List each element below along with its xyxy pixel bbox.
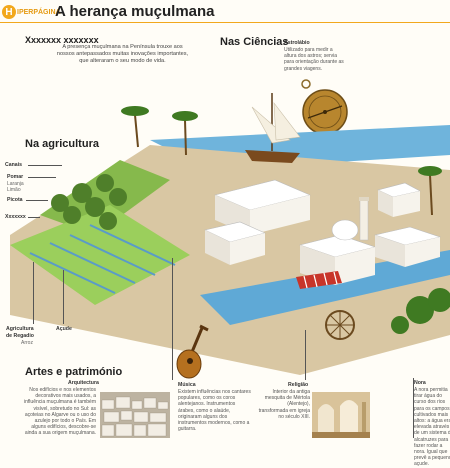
- arts-heading: Artes e património: [25, 366, 123, 378]
- architecture-title: Arquitectura: [68, 380, 99, 386]
- leader-regadio: [33, 262, 34, 324]
- astrolabe-title: Astrolábio: [284, 40, 310, 46]
- rice-paddies: [10, 205, 190, 305]
- agriculture-heading: Na agricultura: [25, 138, 99, 150]
- religion-text: Interior da antiga mesquita de Mértola (…: [258, 389, 310, 420]
- lute-neck: [190, 327, 204, 353]
- label-pomar-laranja: Laranja: [7, 181, 24, 187]
- label-regadio-arroz: Arroz: [21, 340, 33, 346]
- logo-text: IPERPÁGINA: [17, 8, 61, 16]
- logo-icon: H: [2, 5, 16, 19]
- logo: H IPERPÁGINA: [2, 5, 61, 19]
- leader-religion: [305, 330, 306, 380]
- astrolabe-text: Utilizado para medir a altura dos astros…: [284, 47, 344, 72]
- astrolabe-illustration: [301, 79, 348, 135]
- leader-canais: [28, 165, 62, 166]
- riverbank-trees: [391, 288, 450, 334]
- leader-pomar: [28, 177, 56, 178]
- label-regadio-1: Agricultura: [6, 326, 34, 332]
- town-buildings: [204, 179, 442, 285]
- nora-title: Nora: [414, 380, 426, 386]
- irrigation-lines: [29, 224, 176, 294]
- architecture-photo-art: [100, 392, 170, 438]
- intro-title: Xxxxxxx xxxxxxx: [25, 35, 99, 45]
- music-text: Existem influências nos cantares popular…: [178, 389, 251, 433]
- religion-title: Religião: [288, 382, 309, 388]
- page-title: A herança muçulmana: [55, 3, 215, 20]
- label-xxx: Xxxxxxx: [5, 214, 26, 220]
- label-canais: Canais: [5, 162, 23, 168]
- religion-photo-art: [312, 392, 370, 438]
- nora-text: A nora permitia tirar água do curso dos …: [414, 387, 450, 468]
- astrolabe-ring: [301, 79, 311, 89]
- mosque: [331, 197, 369, 241]
- leader-picota: [26, 200, 48, 201]
- label-acude: Açude: [56, 326, 72, 332]
- music-title: Música: [178, 382, 196, 388]
- leader-xxx: [28, 217, 40, 218]
- astrolabe-inner-ring: [308, 95, 342, 129]
- architecture-text: Nos edifícios e nos elementos decorativo…: [24, 387, 96, 437]
- label-pomar: Pomar: [7, 174, 24, 180]
- leader-nora: [413, 378, 414, 438]
- label-pomar-limao: Limão: [7, 187, 21, 193]
- palm-trees: [121, 106, 442, 216]
- orchard-trees: [51, 174, 127, 230]
- lute-pegbox: [199, 324, 209, 332]
- water-wheel: [325, 310, 355, 340]
- lute-body: [176, 349, 202, 379]
- leader-acude: [63, 270, 64, 324]
- architecture-photo: [100, 392, 170, 438]
- market-awning: [296, 271, 342, 289]
- header-divider: [0, 22, 450, 23]
- leader-music: [172, 258, 173, 380]
- lute-illustration: [176, 324, 209, 379]
- astrolabe-pin: [323, 110, 327, 114]
- sailing-boat: [245, 93, 301, 163]
- lute-rosette: [187, 358, 193, 364]
- label-picota: Picota: [7, 197, 23, 203]
- canal-lower: [200, 250, 450, 325]
- main-illustration: [10, 93, 450, 375]
- sciences-heading: Nas Ciências: [220, 36, 289, 48]
- intro-text: A presença muçulmana na Península trouxe…: [56, 44, 189, 65]
- religion-photo: [312, 392, 370, 438]
- label-regadio-2: de Regadio: [6, 333, 34, 339]
